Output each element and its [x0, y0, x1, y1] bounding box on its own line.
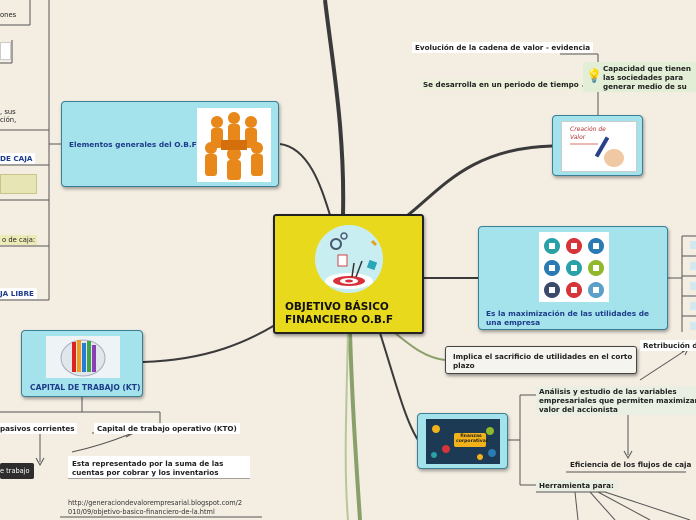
capital-trabajo-label: CAPITAL DE TRABAJO (KT) [30, 383, 141, 392]
left-cut-box-1 [0, 42, 11, 60]
herramienta-label[interactable]: Herramienta para: [536, 480, 617, 491]
finanzas-corporativas-image: finanzas corporativas [426, 419, 500, 464]
capacidad-label: Capacidad que tienen las sociedades para… [603, 64, 692, 92]
maximizacion-node[interactable]: Es la maximización de las utilidades de … [478, 226, 668, 330]
sacrificio-label: Implica el sacrificio de utilidades en e… [453, 352, 633, 370]
right-edge-item-1 [690, 241, 696, 249]
left-cut-text-1: ones [0, 11, 17, 19]
sacrificio-node[interactable]: Implica el sacrificio de utilidades en e… [445, 346, 637, 374]
lightbulb-icon: 💡 [586, 69, 603, 84]
maximizacion-label: Es la maximización de las utilidades de … [486, 309, 650, 328]
elementos-generales-node[interactable]: Elementos generales del O.B.F [61, 101, 279, 187]
retribucion-label[interactable]: Retribución de [640, 340, 696, 351]
elementos-generales-label: Elementos generales del O.B.F [69, 140, 197, 149]
creacion-valor-caption: Creación de Valor [570, 126, 606, 141]
trabajo-tag-label: e trabajo [0, 467, 30, 475]
eficiencia-label[interactable]: Eficiencia de los flujos de caja [570, 460, 692, 469]
analisis-label[interactable]: Análisis y estudio de las variables empr… [536, 386, 696, 415]
left-cut-text-5: JA LIBRE [0, 288, 37, 299]
branch-sacrificio [394, 332, 446, 361]
branch-bottom-green-2 [344, 331, 349, 520]
branch-capital [142, 324, 276, 363]
pencils-cup-image [46, 336, 120, 378]
evolucion-cadena-label[interactable]: Evolución de la cadena de valor - eviden… [412, 42, 594, 53]
representado-node[interactable]: Esta representado por la suma de las cue… [68, 456, 250, 478]
right-edge-item-4 [690, 302, 696, 310]
finanzas-caption: finanzas corporativas [456, 434, 489, 445]
left-cut-box-2 [0, 174, 37, 194]
left-cut-text-3: DE CAJA [0, 153, 36, 164]
finanzas-node[interactable]: finanzas corporativas [417, 413, 508, 469]
branch-finanzas [379, 332, 419, 441]
left-cut-text-2a: , sus [0, 108, 16, 116]
trabajo-tag[interactable]: e trabajo [0, 463, 34, 479]
right-edge-item-5 [690, 322, 696, 330]
kto-label[interactable]: Capital de trabajo operativo (KTO) [94, 423, 240, 434]
branch-elementos [279, 143, 331, 216]
central-topic-line-2: FINANCIERO O.B.F [285, 314, 394, 326]
periodo-tiempo-label[interactable]: Se desarrolla en un periodo de tiempo [420, 79, 582, 90]
central-topic-image [312, 223, 386, 295]
source-url-link[interactable]: http://generaciondevalorempresarial.blog… [68, 499, 243, 516]
creacion-valor-node[interactable]: Creación de Valor [552, 115, 643, 176]
capacidad-node[interactable]: 💡 Capacidad que tienen las sociedades pa… [583, 62, 696, 92]
branch-bottom-green [348, 331, 362, 520]
capital-trabajo-node[interactable]: CAPITAL DE TRABAJO (KT) [21, 330, 143, 397]
teamwork-people-image [197, 108, 271, 182]
representado-label: Esta representado por la suma de las cue… [72, 459, 224, 477]
right-edge-item-2 [690, 262, 696, 270]
central-topic-node[interactable]: OBJETIVO BÁSICO FINANCIERO O.B.F [273, 214, 424, 334]
branch-creacion [407, 144, 553, 217]
left-cut-text-4: o de caja: [0, 235, 38, 246]
central-topic-line-1: OBJETIVO BÁSICO [285, 301, 389, 313]
pasivos-corrientes-label[interactable]: pasivos corrientes [0, 423, 78, 434]
business-icons-image [539, 232, 609, 302]
left-cut-text-2b: ción, [0, 116, 17, 124]
creacion-valor-image: Creación de Valor [561, 121, 637, 172]
right-edge-item-3 [690, 282, 696, 290]
branch-top [323, 0, 346, 216]
